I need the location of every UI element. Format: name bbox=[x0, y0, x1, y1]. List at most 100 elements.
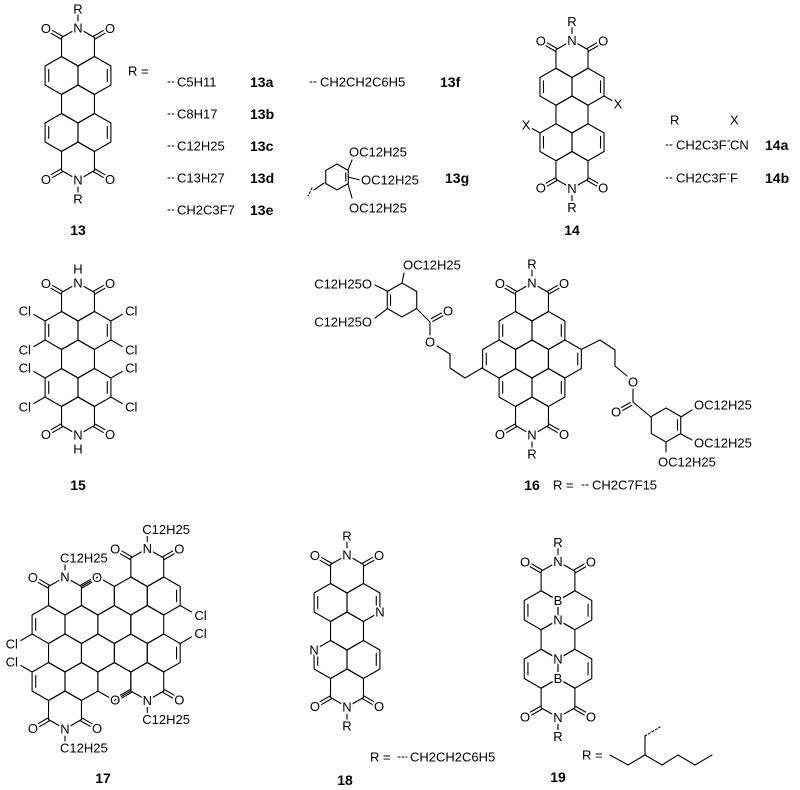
bond bbox=[449, 367, 466, 379]
bond bbox=[80, 578, 92, 586]
bond bbox=[661, 754, 679, 766]
n-atom-label: N bbox=[527, 428, 536, 443]
aromatic-ring bbox=[146, 633, 181, 673]
n-atom-label: N bbox=[553, 613, 562, 628]
o-atom-label: O bbox=[425, 335, 435, 350]
o-atom-label: O bbox=[374, 699, 384, 714]
bond bbox=[677, 754, 696, 766]
r-option-formula: C5H11 bbox=[177, 75, 217, 90]
compound-id-label: 13g bbox=[445, 170, 469, 186]
o-atom-label: O bbox=[611, 405, 621, 420]
bond bbox=[603, 95, 613, 102]
r-atom-label: R bbox=[342, 529, 351, 544]
aromatic-ring bbox=[44, 367, 79, 408]
cl-atom-label: Cl bbox=[6, 655, 18, 670]
bond bbox=[609, 754, 629, 766]
r-atom-label: R bbox=[567, 14, 576, 29]
compound-id-label: 13a bbox=[250, 74, 274, 90]
bond bbox=[179, 604, 192, 613]
aromatic-ring bbox=[31, 661, 66, 702]
compound-17-label: 17 bbox=[95, 770, 111, 786]
r-option-formula: C8H17 bbox=[177, 107, 217, 122]
o-atom-label: O bbox=[110, 541, 120, 556]
substituent-label: C12H25O bbox=[314, 277, 372, 292]
o-atom-label: O bbox=[495, 427, 505, 442]
r-formula: CH2C7F15 bbox=[592, 478, 657, 493]
cl-atom-label: Cl bbox=[19, 343, 31, 358]
compound-16-label: 16 bbox=[524, 477, 540, 493]
r-atom-label: R bbox=[553, 535, 562, 550]
n-substituent-label: C12H25 bbox=[142, 712, 190, 727]
column-header-x: X bbox=[730, 113, 739, 128]
bond bbox=[20, 664, 33, 673]
bond bbox=[627, 754, 646, 766]
bond bbox=[51, 284, 63, 292]
o-atom-label: O bbox=[628, 375, 638, 390]
aromatic-ring bbox=[64, 661, 99, 702]
n-atom-label: N bbox=[553, 554, 562, 569]
aromatic-ring bbox=[557, 590, 593, 631]
bond bbox=[81, 581, 93, 589]
aromatic-ring bbox=[77, 367, 112, 408]
bond bbox=[80, 720, 92, 728]
bond bbox=[531, 563, 543, 571]
aromatic-ring bbox=[44, 310, 79, 351]
o-atom-label: O bbox=[559, 427, 569, 442]
bond bbox=[110, 339, 123, 348]
aromatic-ring bbox=[571, 67, 605, 106]
bond bbox=[546, 180, 558, 187]
aromatic-ring bbox=[650, 407, 682, 443]
bond bbox=[363, 695, 375, 703]
o-atom-label: O bbox=[105, 21, 115, 36]
cl-atom-label: Cl bbox=[125, 304, 137, 319]
bond bbox=[94, 423, 106, 431]
compound-id-label: 14b bbox=[765, 170, 789, 186]
bond bbox=[51, 171, 63, 179]
r-equals-label: R = bbox=[370, 750, 391, 765]
aromatic-ring bbox=[313, 582, 348, 623]
aromatic-ring bbox=[60, 396, 96, 436]
bond bbox=[547, 426, 559, 434]
cl-atom-label: Cl bbox=[19, 304, 31, 319]
r-option-formula: C12H25 bbox=[177, 139, 225, 154]
o-atom-label: O bbox=[536, 33, 546, 48]
substituent-label: OC12H25 bbox=[403, 258, 461, 273]
r-atom-label: R bbox=[553, 729, 562, 744]
aromatic-ring bbox=[514, 339, 550, 379]
o-atom-label: O bbox=[443, 304, 453, 319]
aromatic-ring bbox=[77, 310, 112, 351]
aromatic-ring bbox=[313, 639, 348, 680]
aromatic-ring bbox=[539, 123, 573, 162]
bond bbox=[573, 708, 585, 716]
aromatic-ring bbox=[44, 112, 79, 153]
bond bbox=[33, 313, 46, 322]
n-substituent-label: C12H25 bbox=[60, 741, 108, 756]
aromatic-ring bbox=[547, 339, 582, 379]
bond bbox=[505, 284, 517, 292]
o-atom-label: O bbox=[598, 33, 608, 48]
bond bbox=[547, 284, 559, 292]
bond bbox=[504, 287, 516, 295]
cl-atom-label: Cl bbox=[19, 400, 31, 415]
aromatic-ring bbox=[130, 604, 165, 645]
bond bbox=[94, 287, 106, 295]
o-atom-label: O bbox=[495, 276, 505, 291]
cl-atom-label: Cl bbox=[125, 400, 137, 415]
bond bbox=[622, 404, 633, 411]
o-atom-label: O bbox=[586, 710, 596, 725]
aromatic-ring bbox=[47, 633, 83, 673]
bond bbox=[374, 308, 388, 319]
n-atom-label: N bbox=[309, 643, 318, 658]
bond bbox=[531, 708, 543, 716]
substituent-label: OC12H25 bbox=[658, 455, 716, 470]
o-atom-label: O bbox=[536, 181, 546, 196]
aromatic-ring bbox=[31, 604, 66, 645]
bond bbox=[573, 563, 585, 571]
aromatic-ring bbox=[557, 648, 593, 689]
bond bbox=[121, 550, 133, 558]
compound-18-label: 18 bbox=[337, 772, 353, 788]
aromatic-ring bbox=[146, 576, 181, 616]
compound-13-label: 13 bbox=[70, 222, 86, 238]
aromatic-ring bbox=[346, 639, 381, 680]
bond bbox=[110, 370, 123, 379]
